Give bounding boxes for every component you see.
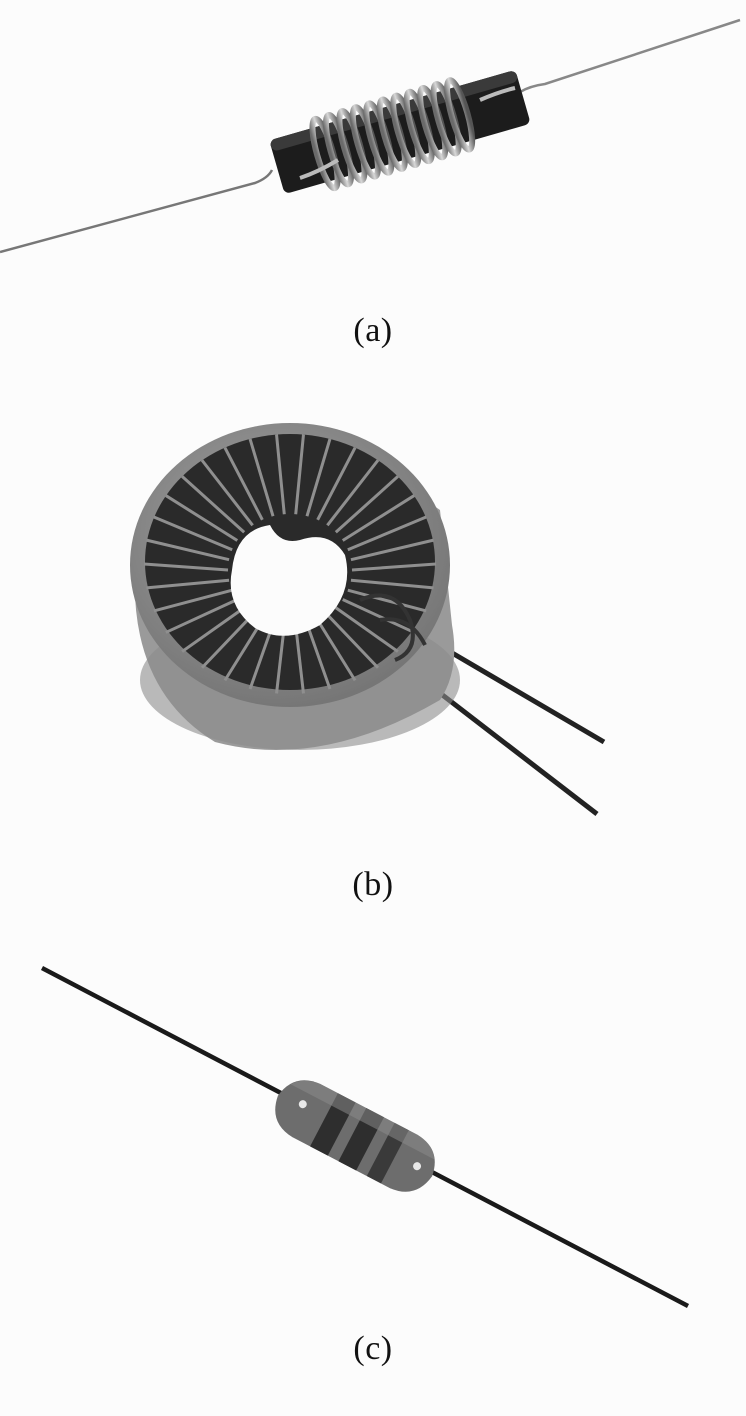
toroid-turn — [305, 438, 332, 517]
toroid-turn — [347, 588, 427, 613]
toroid-turn — [275, 625, 286, 694]
toroid-turn — [153, 515, 233, 552]
toroid-turn — [181, 475, 246, 534]
toroid-turn — [146, 538, 230, 562]
toroid-turn — [316, 619, 357, 682]
toroid-turn — [153, 588, 233, 613]
toroid-turn — [248, 438, 275, 517]
toroid-turn — [351, 562, 437, 572]
toroid-turn — [294, 434, 305, 515]
axial-coil-inductor-image — [0, 18, 741, 254]
panel-b: (b) — [0, 370, 746, 910]
toroid-turn — [143, 562, 229, 572]
caption-c: (c) — [353, 1330, 393, 1367]
molded-inductor-image — [40, 966, 690, 1308]
toroid-turn — [334, 606, 399, 653]
toroid-turn — [181, 606, 246, 653]
toroid-turn — [326, 459, 380, 527]
caption-b: (b) — [352, 866, 394, 903]
toroid-turn — [165, 598, 238, 634]
toroid-turn — [146, 578, 230, 590]
toroidal-inductor-image — [130, 423, 606, 816]
toroid-turn — [326, 613, 380, 669]
toroid-turn — [223, 446, 264, 521]
caption-a: (a) — [353, 312, 393, 349]
toroid-turn — [347, 515, 427, 552]
toroid-turn — [248, 623, 275, 690]
panel-c: (c) — [0, 910, 746, 1416]
coil-turn — [444, 77, 476, 153]
toroid-turn — [165, 494, 239, 542]
toroid-turn — [200, 459, 254, 527]
toroid-turn — [305, 623, 332, 690]
toroid-turn — [350, 538, 434, 562]
toroid-turn — [316, 446, 357, 521]
toroid-turn — [294, 625, 305, 694]
toroid-turn — [341, 494, 415, 542]
toroid-turn — [200, 613, 254, 669]
toroid-turn — [342, 598, 415, 634]
toroid-turn — [350, 578, 434, 590]
toroid-turn — [275, 434, 286, 515]
toroid-turn — [334, 475, 399, 534]
toroid-turn — [223, 619, 264, 682]
panel-a: (a) — [0, 0, 746, 370]
